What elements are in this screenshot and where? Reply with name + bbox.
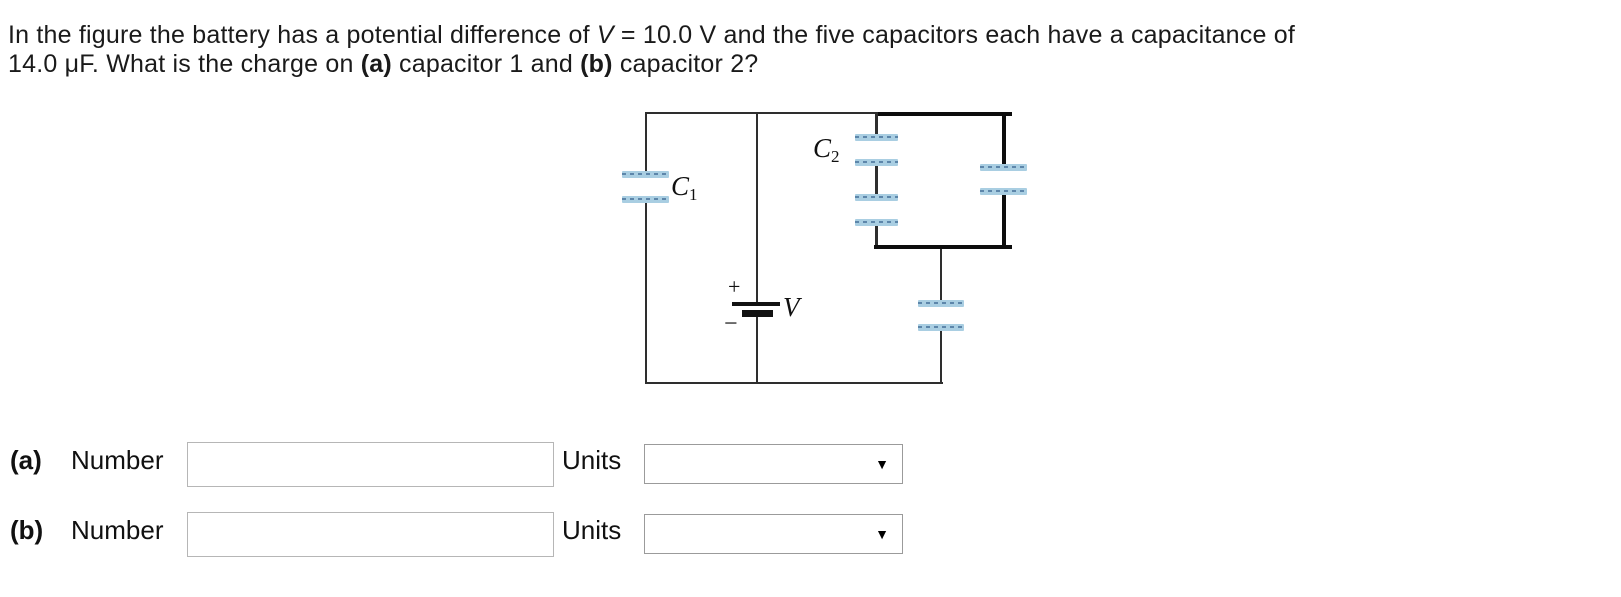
wire	[756, 317, 758, 383]
wire	[646, 112, 878, 114]
c2-label-base: C	[813, 133, 832, 163]
capacitor-plate-bottom-bottom	[918, 324, 964, 331]
battery-minus-sign: −	[724, 311, 738, 337]
c1-label-subscript: 1	[689, 185, 698, 204]
wire	[645, 112, 647, 172]
part-a-marker: (a)	[360, 49, 392, 78]
part-b-marker: (b)	[580, 49, 613, 78]
answer-row-b: (b) Number Units ▼	[0, 512, 1621, 558]
wire	[1002, 195, 1006, 247]
number-label-b: Number	[71, 515, 164, 545]
c1-label: C1	[671, 171, 698, 204]
units-label-a: Units	[562, 445, 622, 475]
c1-label-base: C	[671, 171, 690, 201]
capacitor-plate-c1-bottom	[622, 196, 669, 203]
capacitor-plate-c2-1	[855, 134, 898, 141]
dropdown-arrow-icon: ▼	[875, 456, 889, 472]
voltage-variable: V	[596, 21, 614, 49]
battery-negative-plate	[742, 310, 773, 317]
number-label-a: Number	[71, 445, 164, 475]
capacitor-plate-c1-top	[622, 171, 669, 178]
question-text-segment: capacitor 1 and	[391, 49, 581, 78]
capacitor-plate-c2-2	[855, 159, 898, 166]
wire	[1002, 116, 1006, 165]
capacitor-plate-bottom-top	[918, 300, 964, 307]
answer-row-a: (a) Number Units ▼	[0, 442, 1621, 488]
battery-plus-sign: +	[728, 274, 741, 299]
capacitor-plate-right-bottom	[980, 188, 1027, 195]
part-b-label: (b)	[10, 515, 44, 545]
dropdown-arrow-icon: ▼	[875, 526, 889, 542]
units-dropdown-b[interactable]: ▼	[644, 514, 903, 554]
number-input-b[interactable]	[187, 512, 554, 557]
battery-positive-plate	[732, 302, 780, 306]
wire	[645, 203, 647, 384]
wire	[876, 112, 1012, 116]
wire	[645, 382, 943, 384]
number-input-a[interactable]	[187, 442, 554, 487]
part-a-label: (a)	[10, 445, 42, 475]
question-line-1: In the figure the battery has a potentia…	[8, 21, 1295, 50]
question-text-segment: In the figure the battery has a potentia…	[8, 21, 597, 49]
units-label-b: Units	[562, 515, 622, 545]
wire	[940, 331, 942, 383]
capacitor-plate-c2-4	[855, 219, 898, 226]
wire	[875, 226, 878, 247]
c2-label: C2	[813, 133, 840, 166]
wire	[940, 249, 942, 302]
units-dropdown-a[interactable]: ▼	[644, 444, 903, 484]
wire	[875, 166, 878, 195]
question-text: In the figure the battery has a potentia…	[8, 21, 1295, 78]
question-text-segment: 14.0 μF. What is the charge on	[8, 49, 361, 78]
c2-label-subscript: 2	[831, 147, 840, 166]
capacitor-plate-c2-3	[855, 194, 898, 201]
wire	[875, 112, 878, 135]
battery-label: V	[783, 292, 800, 322]
wire	[874, 245, 1012, 249]
question-text-segment: capacitor 2?	[612, 49, 759, 78]
question-line-2: 14.0 μF. What is the charge on (a) capac…	[8, 50, 1295, 79]
capacitor-plate-right-top	[980, 164, 1027, 171]
wire	[756, 112, 758, 302]
question-text-segment: = 10.0 V and the five capacitors each ha…	[613, 21, 1295, 49]
